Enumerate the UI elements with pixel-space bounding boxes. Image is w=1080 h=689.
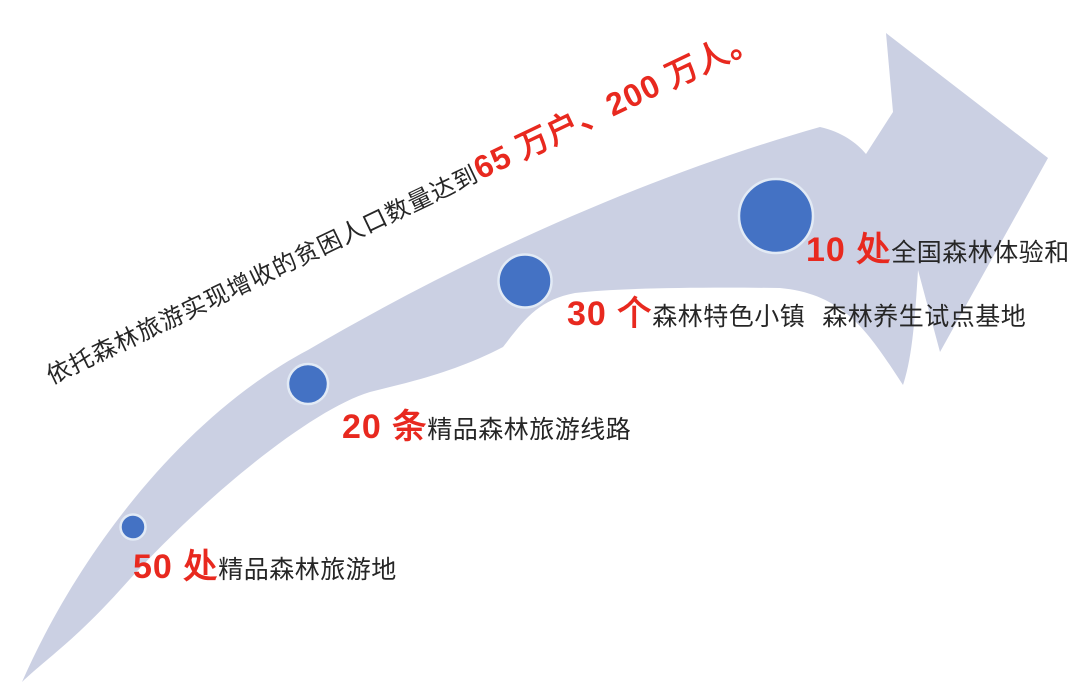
milestone-label-30: 30 个 森林特色小镇 森林养生试点基地 [567,286,1026,335]
milestone-label-50: 50 处 精品森林旅游地 [133,539,397,588]
milestone-value-30: 30 个 [567,295,653,333]
milestone-dot-20 [286,362,330,406]
milestone-text-20: 精品森林旅游线路 [427,416,632,444]
milestone-label-10: 10 处 全国森林体验和 [806,222,1070,271]
milestone-text-30: 森林特色小镇 [652,303,806,331]
milestone-dot-10 [737,177,815,255]
milestone-value-50: 50 处 [133,548,219,586]
milestone-dot-50 [119,513,147,541]
milestone-text-10-line1: 全国森林体验和 [891,239,1070,267]
milestone-dot-30 [497,253,553,309]
milestone-label-20: 20 条 精品森林旅游线路 [342,399,631,448]
milestone-text-10-line2: 森林养生试点基地 [822,303,1027,331]
milestone-text-50: 精品森林旅游地 [218,556,397,584]
milestone-value-20: 20 条 [342,408,428,446]
milestone-value-10: 10 处 [806,231,892,269]
